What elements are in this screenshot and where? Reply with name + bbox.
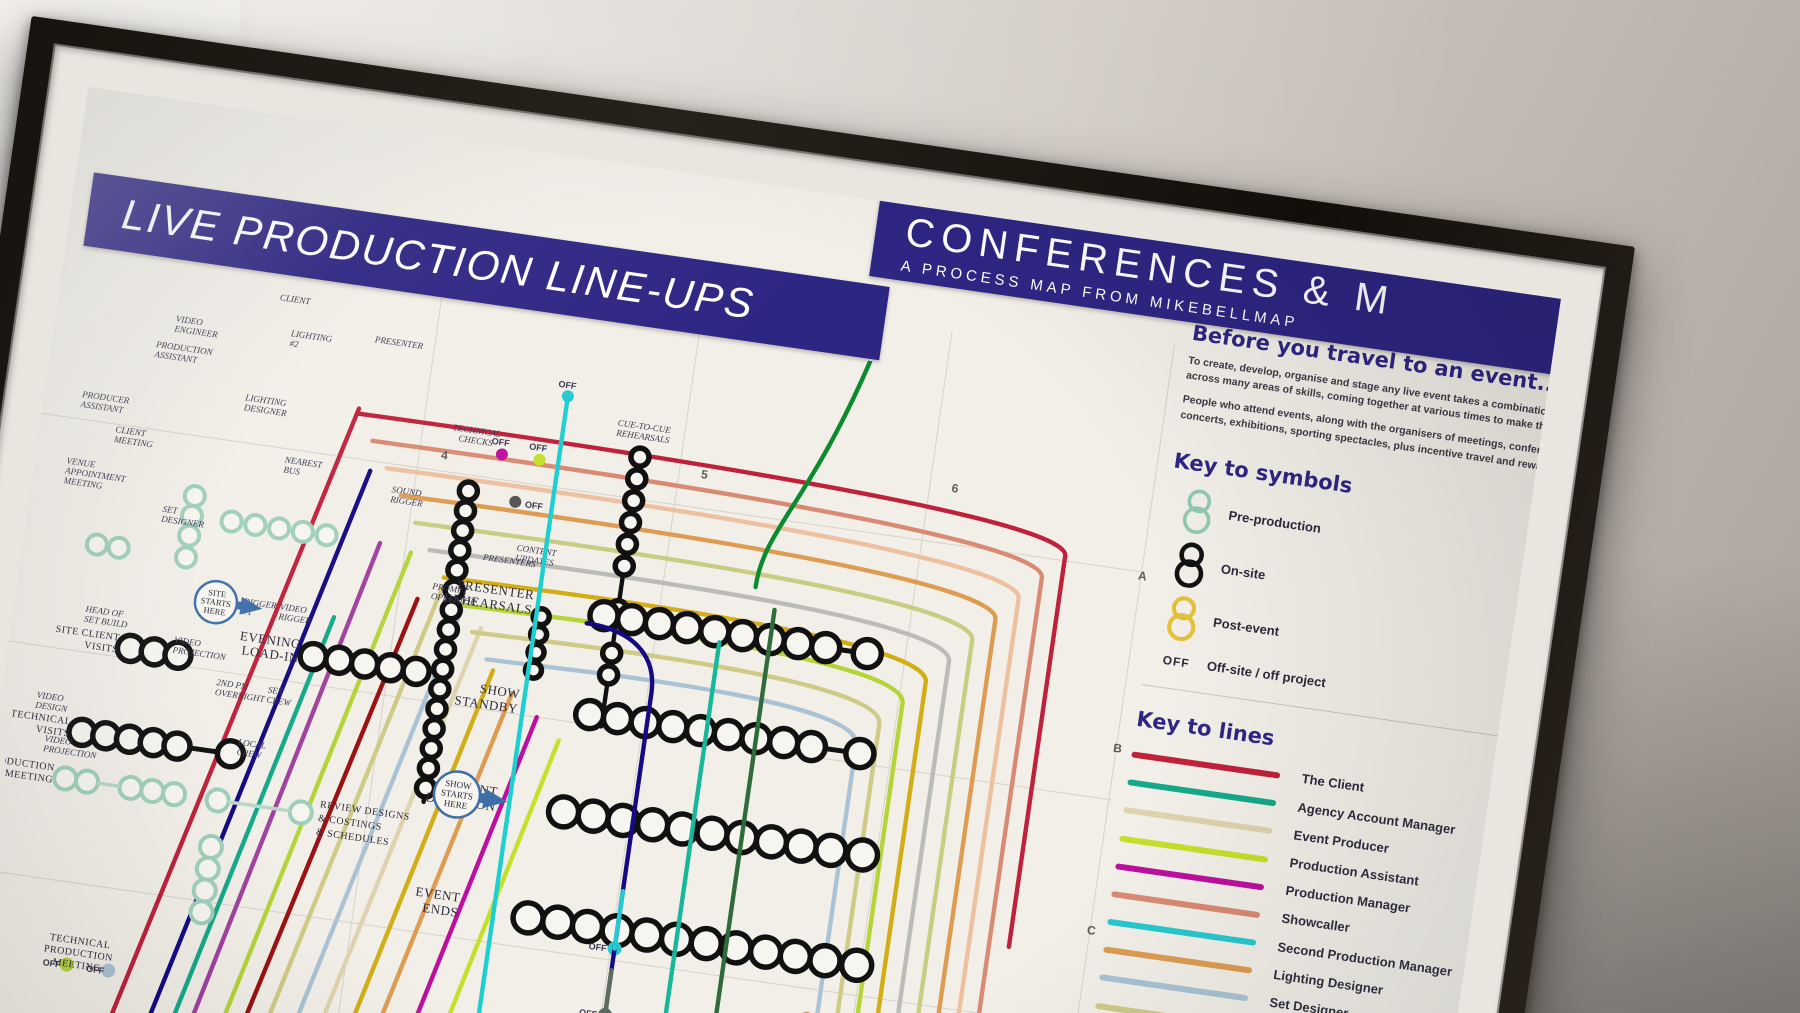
process-map: .ln{fill:none;stroke-width:4.4;stroke-li… bbox=[0, 247, 1168, 1013]
pre-production-icon bbox=[1164, 484, 1232, 538]
svg-text:OFF: OFF bbox=[42, 957, 62, 970]
svg-text:BUS: BUS bbox=[283, 465, 301, 477]
framed-poster: .ln{fill:none;stroke-width:4.4;stroke-li… bbox=[0, 15, 1636, 1013]
svg-text:4: 4 bbox=[440, 448, 449, 463]
line-legend-label: The Client bbox=[1300, 771, 1366, 796]
svg-text:OFF: OFF bbox=[558, 379, 578, 392]
station-row bbox=[587, 598, 884, 671]
site-starts-here-marker: SITE STARTS HERE bbox=[193, 579, 263, 625]
line-legend-label: Showcaller bbox=[1280, 910, 1351, 936]
svg-text:VIDEO: VIDEO bbox=[44, 733, 73, 747]
svg-text:SET: SET bbox=[162, 504, 179, 516]
svg-text:#2: #2 bbox=[289, 338, 300, 349]
svg-text:SITE: SITE bbox=[208, 587, 227, 599]
symbol-row-pre-production: Pre-production bbox=[1163, 480, 1561, 600]
svg-text:5: 5 bbox=[700, 467, 709, 482]
svg-text:2ND PM: 2ND PM bbox=[216, 677, 250, 692]
svg-text:VIDEO: VIDEO bbox=[36, 690, 65, 704]
svg-text:VIDEO: VIDEO bbox=[279, 601, 308, 615]
map-grid bbox=[0, 299, 1176, 1013]
svg-text:C: C bbox=[1086, 923, 1097, 938]
symbol-row-on-site: On-site bbox=[1156, 533, 1561, 653]
svg-text:OFF: OFF bbox=[86, 963, 106, 976]
svg-text:SET: SET bbox=[267, 685, 284, 697]
svg-text:OFF: OFF bbox=[588, 941, 608, 954]
svg-text:LOCAL: LOCAL bbox=[237, 737, 267, 751]
svg-text:VENUE: VENUE bbox=[66, 455, 97, 469]
post-event-label: Post-event bbox=[1212, 615, 1281, 640]
svg-text:SHOW: SHOW bbox=[479, 681, 521, 702]
svg-text:OFF: OFF bbox=[578, 1007, 598, 1013]
svg-text:CLIENT: CLIENT bbox=[115, 424, 148, 438]
svg-text:RIGGER: RIGGER bbox=[277, 611, 312, 626]
pre-production-label: Pre-production bbox=[1227, 508, 1322, 537]
svg-text:ENDS: ENDS bbox=[421, 900, 459, 920]
svg-text:CLIENT: CLIENT bbox=[279, 292, 312, 306]
svg-text:OFF: OFF bbox=[491, 436, 511, 449]
poster-artwork: .ln{fill:none;stroke-width:4.4;stroke-li… bbox=[0, 86, 1561, 1013]
svg-text:MEETING: MEETING bbox=[112, 434, 154, 450]
offsite-tag: OFF bbox=[1161, 652, 1191, 671]
svg-text:VISITS: VISITS bbox=[84, 640, 119, 656]
on-site-label: On-site bbox=[1219, 561, 1267, 583]
svg-text:EVENT: EVENT bbox=[415, 884, 462, 905]
svg-text:PRESENTER: PRESENTER bbox=[373, 334, 424, 351]
svg-text:SHOW: SHOW bbox=[445, 778, 473, 792]
svg-text:CREW: CREW bbox=[236, 747, 263, 761]
svg-text:STARTS: STARTS bbox=[200, 595, 232, 609]
offsite-label: Off-site / off project bbox=[1205, 658, 1327, 691]
svg-text:VISITS: VISITS bbox=[35, 724, 70, 740]
svg-text:6: 6 bbox=[951, 481, 960, 496]
svg-text:STARTS: STARTS bbox=[440, 787, 473, 801]
frame-mat: .ln{fill:none;stroke-width:4.4;stroke-li… bbox=[0, 43, 1606, 1013]
svg-text:ENGINEER: ENGINEER bbox=[173, 323, 219, 339]
svg-text:HERE: HERE bbox=[203, 605, 226, 618]
svg-text:VIDEO: VIDEO bbox=[173, 635, 202, 649]
map-svg: .ln{fill:none;stroke-width:4.4;stroke-li… bbox=[0, 292, 1148, 1013]
line-legend-label: Set Designer bbox=[1268, 994, 1350, 1013]
post-event-icon bbox=[1149, 591, 1217, 645]
picture-frame: .ln{fill:none;stroke-width:4.4;stroke-li… bbox=[0, 15, 1636, 1013]
on-site-icon bbox=[1156, 537, 1224, 591]
svg-text:RIGGER: RIGGER bbox=[389, 494, 424, 509]
svg-text:B: B bbox=[1112, 741, 1123, 756]
svg-text:SOUND: SOUND bbox=[391, 484, 423, 498]
svg-text:VIDEO: VIDEO bbox=[175, 314, 204, 328]
svg-text:HERE: HERE bbox=[443, 798, 468, 811]
symbol-row-post-event: Post-event bbox=[1148, 587, 1561, 707]
show-starts-here-marker: SHOW STARTS HERE bbox=[432, 770, 508, 819]
svg-text:CREW: CREW bbox=[266, 694, 293, 708]
svg-text:OFF: OFF bbox=[524, 499, 544, 512]
svg-text:DESIGN: DESIGN bbox=[34, 699, 69, 714]
info-column: Before you travel to an event.. To creat… bbox=[1041, 321, 1561, 1013]
svg-text:A: A bbox=[1137, 569, 1148, 584]
svg-text:CHECKS: CHECKS bbox=[458, 433, 494, 448]
svg-text:OFF: OFF bbox=[529, 441, 549, 454]
